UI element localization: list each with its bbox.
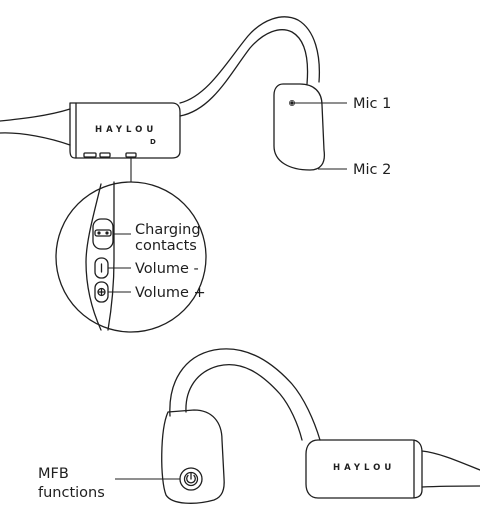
mic1-label: Mic 1 bbox=[353, 96, 391, 112]
mfb-button bbox=[179, 467, 203, 491]
front-headset-view: HAYLOU D Mic 1 Mic 2 bbox=[0, 16, 391, 178]
mic1-hole bbox=[290, 101, 294, 105]
charging-contacts bbox=[92, 218, 114, 250]
volume-minus-button bbox=[94, 257, 109, 279]
back-headset-view: MFB functions HAYLOU bbox=[38, 348, 480, 504]
volume-plus-button bbox=[94, 281, 109, 303]
ear-piece bbox=[273, 83, 326, 171]
right-band bbox=[421, 450, 480, 488]
left-band bbox=[0, 108, 71, 146]
back-control-module bbox=[305, 439, 423, 499]
front-brand-mark: D bbox=[150, 138, 156, 146]
back-brand-logo: HAYLOU bbox=[333, 463, 395, 473]
charging-contacts-label-line1: Charging bbox=[135, 222, 201, 238]
module-bottom-controls bbox=[83, 152, 137, 158]
back-ear-piece bbox=[161, 409, 225, 504]
zoom-circle bbox=[55, 181, 207, 333]
control-module bbox=[69, 102, 181, 159]
front-brand-logo: HAYLOU bbox=[95, 125, 157, 135]
charging-contacts-label-line2: contacts bbox=[135, 238, 197, 254]
mic2-label: Mic 2 bbox=[353, 162, 391, 178]
back-ear-hook-band bbox=[169, 348, 321, 441]
volume-minus-label: Volume - bbox=[135, 261, 199, 277]
volume-plus-label: Volume + bbox=[135, 285, 206, 301]
ear-hook-band bbox=[179, 16, 321, 104]
mfb-label-line2: functions bbox=[38, 485, 105, 501]
mfb-label-line1: MFB bbox=[38, 466, 69, 482]
zoom-callout: Charging contacts Volume - Volume + bbox=[55, 158, 207, 333]
